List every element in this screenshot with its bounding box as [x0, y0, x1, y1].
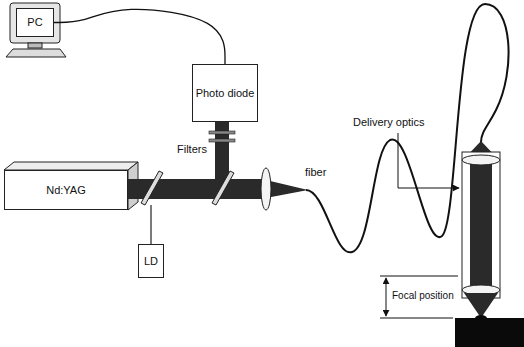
part-label: fiber: [304, 166, 327, 179]
laser-diode-box: LD: [138, 244, 164, 278]
dimension-label: Focal position: [391, 290, 455, 302]
node-text: Photo diode: [196, 87, 255, 100]
workpiece: [455, 318, 524, 347]
node-text: Nd:YAG: [46, 184, 86, 197]
filter: [209, 139, 235, 142]
computer-screen: PC: [16, 8, 54, 37]
beam-splitter: [141, 171, 163, 205]
leader-arrow: [398, 133, 459, 188]
focused-output-beam: [464, 293, 498, 318]
keyboard: [6, 49, 66, 57]
laser-top-face: [4, 162, 138, 170]
node-text: PC: [27, 16, 42, 29]
dimension-line: [380, 318, 453, 319]
collimating-lens: [462, 155, 500, 165]
monitor-stand: [28, 43, 42, 48]
dimension-arrow: [386, 278, 387, 316]
part-label: Filters: [176, 143, 208, 156]
laser-box: Nd:YAG: [4, 170, 128, 210]
part-label: Delivery optics: [352, 116, 426, 129]
focused-beam: [266, 180, 308, 198]
ld-mount-line: [150, 205, 151, 244]
signal-cable: [54, 9, 225, 64]
beam-splitter: [212, 171, 234, 205]
filter: [209, 131, 235, 134]
monitor-frame: [10, 3, 60, 43]
focal-spot: [475, 315, 487, 321]
dimension-line: [380, 276, 458, 277]
coupling-lens: [261, 168, 271, 210]
collimated-beam: [470, 160, 492, 290]
node-text: LD: [144, 255, 158, 268]
optics-housing: [462, 152, 500, 298]
photodiode-box: Photo diode: [192, 64, 258, 122]
